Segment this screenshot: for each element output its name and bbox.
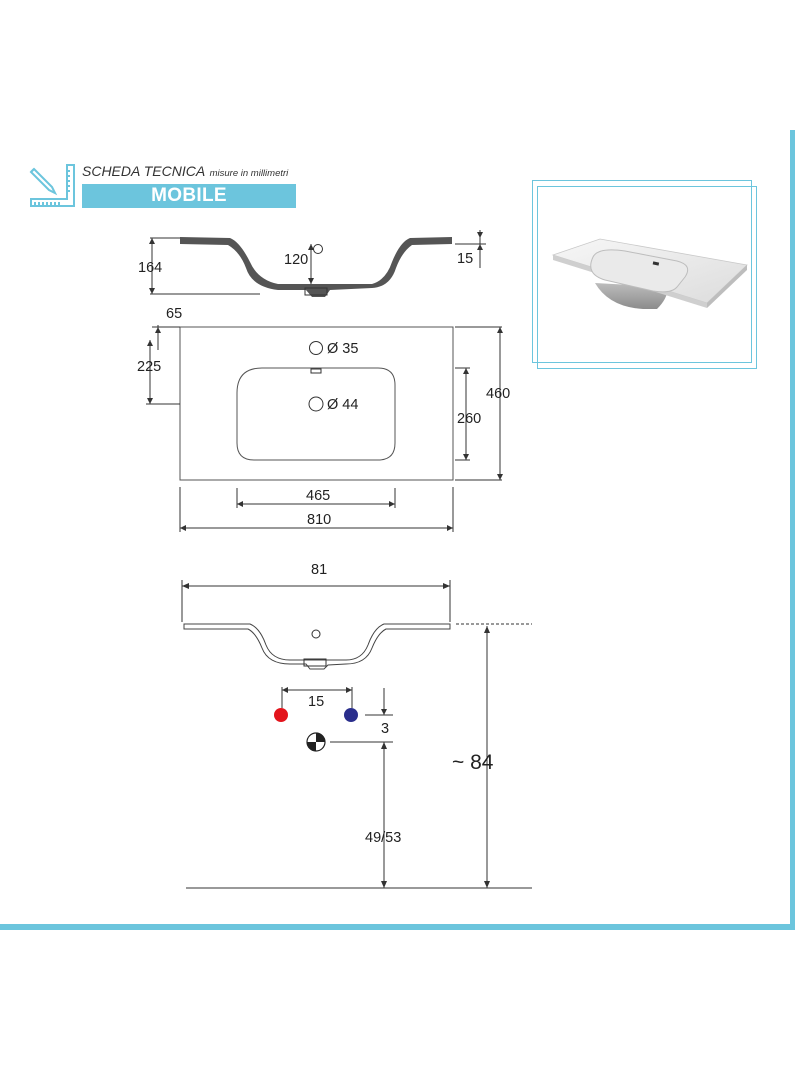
product-photo bbox=[551, 238, 748, 309]
hot-tap-marker bbox=[274, 708, 288, 722]
cold-tap-marker bbox=[344, 708, 358, 722]
dim-drop-text: 3 bbox=[381, 721, 389, 737]
dim-bowl-width-text: 465 bbox=[306, 488, 330, 504]
right-border bbox=[790, 130, 795, 928]
dim-bowl-depth-plan-text: 260 bbox=[457, 411, 481, 427]
dim-bowl-depth-text: 120 bbox=[284, 252, 308, 268]
header-title-text: SCHEDA TECNICA bbox=[82, 163, 206, 179]
header-title: SCHEDA TECNICA misure in millimetri bbox=[82, 163, 288, 181]
section-label: MOBILE bbox=[82, 184, 296, 208]
drain-outlet-marker bbox=[306, 732, 326, 752]
hole-drain-text: Ø 44 bbox=[327, 397, 358, 413]
dim-tap-spacing-text: 15 bbox=[308, 694, 324, 710]
hole-top-text: Ø 35 bbox=[327, 341, 358, 357]
basin-outline bbox=[183, 623, 451, 670]
photo-frame-back bbox=[537, 186, 757, 369]
dim-height-text: 164 bbox=[138, 260, 162, 276]
ruler-pencil-icon bbox=[29, 164, 75, 207]
dim-outlet-height-text: 49/53 bbox=[365, 830, 401, 846]
dim-total-height-text: ~ 84 bbox=[452, 751, 494, 774]
dim-edge-text: 65 bbox=[166, 306, 182, 322]
bottom-border bbox=[0, 924, 795, 930]
header-subtitle: misure in millimetri bbox=[209, 168, 289, 179]
photo-frame bbox=[532, 180, 752, 363]
dim-width-text: 810 bbox=[307, 512, 331, 528]
dim-depth-text: 460 bbox=[486, 386, 510, 402]
dim-tap-offset-text: 225 bbox=[137, 359, 161, 375]
dim-rim-text: 15 bbox=[457, 251, 473, 267]
dim-width-install-text: 81 bbox=[311, 562, 327, 578]
basin-section bbox=[180, 237, 452, 297]
